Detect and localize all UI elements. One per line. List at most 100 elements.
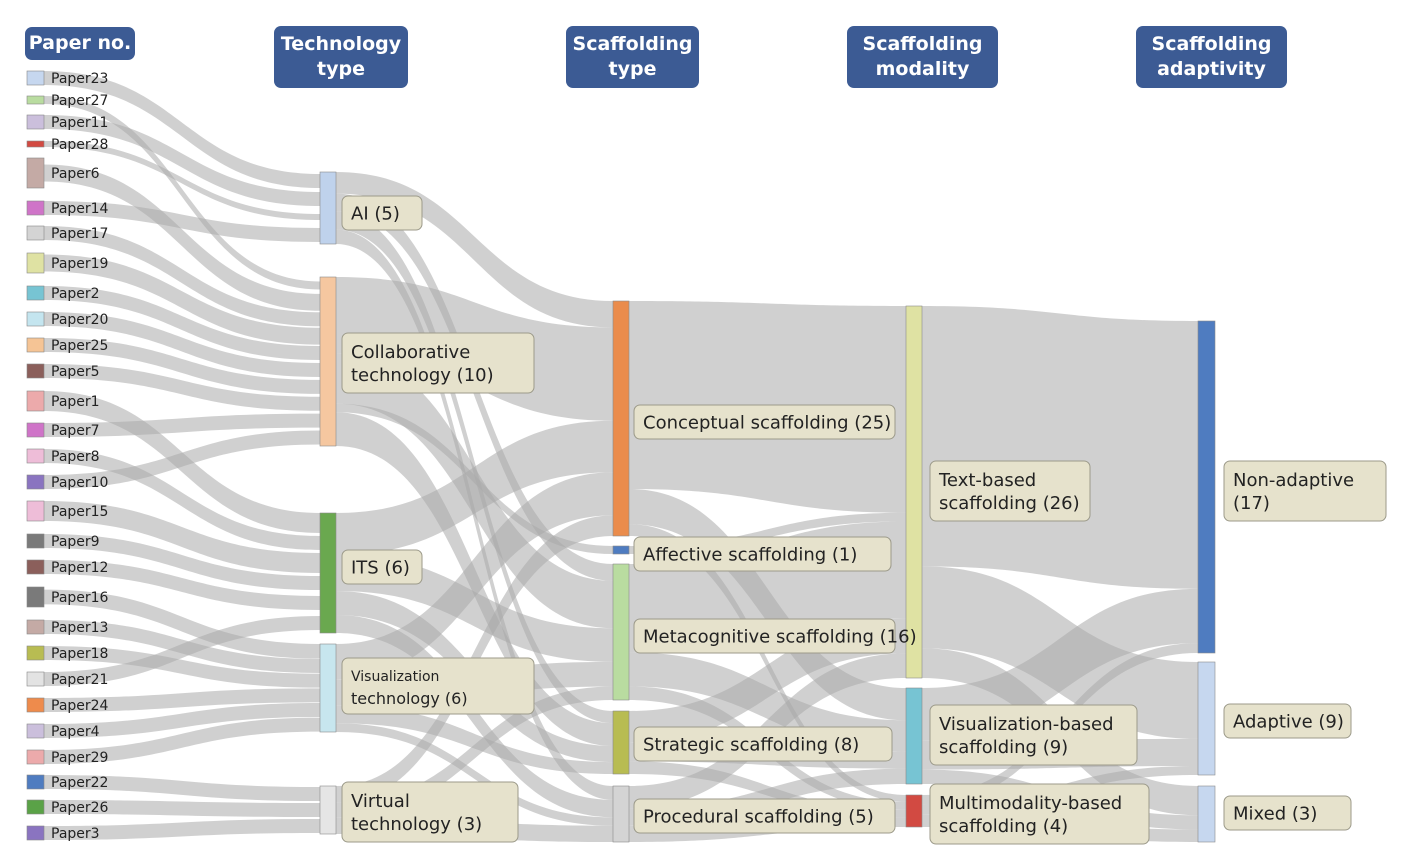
technology-bar-visualization-technology <box>319 643 337 733</box>
paper-paper20: Paper20 <box>26 311 108 328</box>
scaffolding-bar-affective-scaffolding <box>612 545 630 555</box>
technology-bar-its <box>319 512 337 634</box>
paper-paper23: Paper23 <box>26 70 108 87</box>
flow-link <box>922 588 1198 741</box>
paper-label: Paper11 <box>51 115 108 131</box>
header-scaffolding-line1: Scaffolding <box>572 33 693 55</box>
paper-swatch <box>26 285 45 301</box>
paper-label: Paper15 <box>51 504 108 520</box>
flow-link <box>44 164 320 311</box>
paper-swatch <box>26 337 45 353</box>
paper-swatch <box>26 559 45 575</box>
paper-label: Paper20 <box>51 312 108 328</box>
flow-link <box>44 201 320 242</box>
technology-label-ai-box <box>341 195 423 231</box>
paper-swatch <box>26 671 45 687</box>
flow-link <box>44 703 320 738</box>
paper-paper15: Paper15 <box>26 500 108 522</box>
paper-label: Paper23 <box>51 71 108 87</box>
modality-bar-text-based-scaffolding <box>905 305 923 679</box>
technology-bar-ai <box>319 171 337 245</box>
paper-paper9: Paper9 <box>26 533 100 550</box>
paper-paper4: Paper4 <box>26 723 100 740</box>
flow-link <box>44 589 320 659</box>
paper-swatch <box>26 533 45 549</box>
paper-paper22: Paper22 <box>26 774 108 791</box>
header-scaffolding-type: Scaffolding type <box>566 26 699 88</box>
modality-label-text-based-scaffolding-box <box>929 460 1091 522</box>
paper-swatch <box>26 799 45 815</box>
paper-paper11: Paper11 <box>26 114 108 131</box>
flow-link <box>336 686 613 818</box>
paper-swatch <box>26 697 45 713</box>
technology-label-ai-text: AI (5) <box>351 203 400 224</box>
modality-label-text-based-scaffolding-text: scaffolding (26) <box>939 493 1080 514</box>
technology-label-visualization-technology-text: Visualization <box>351 669 439 685</box>
paper-label: Paper24 <box>51 698 109 714</box>
technology-bar-virtual-technology <box>319 785 337 835</box>
technology-label-collaborative-technology-text: Collaborative <box>351 342 470 363</box>
paper-paper19: Paper19 <box>26 252 108 274</box>
flow-link <box>44 71 320 188</box>
header-modality-line2: modality <box>875 58 970 80</box>
paper-label: Paper9 <box>51 534 100 550</box>
scaffolding-label-strategic-scaffolding: Strategic scaffolding (8) <box>633 726 893 762</box>
header-technology-line2: type <box>317 58 365 80</box>
flow-link <box>44 646 320 688</box>
paper-label: Paper22 <box>51 775 108 791</box>
adaptivity-label-non-adaptive: Non-adaptive(17) <box>1223 460 1387 522</box>
paper-paper6: Paper6 <box>26 157 100 189</box>
paper-label: Paper7 <box>51 423 100 439</box>
flow-link <box>44 819 320 840</box>
scaffolding-label-strategic-scaffolding-box <box>633 726 893 762</box>
scaffolding-label-procedural-scaffolding: Procedural scaffolding (5) <box>633 798 896 834</box>
adaptivity-bar-adaptive <box>1197 661 1216 776</box>
paper-paper26: Paper26 <box>26 799 109 816</box>
node-bars <box>319 171 1216 843</box>
paper-label: Paper10 <box>51 475 108 491</box>
flow-link <box>44 96 320 290</box>
paper-swatch <box>26 225 45 241</box>
paper-paper27: Paper27 <box>26 93 108 109</box>
paper-swatch <box>26 252 45 274</box>
scaffolding-label-metacognitive-scaffolding-box <box>633 618 896 654</box>
flow-link <box>44 449 320 550</box>
paper-label: Paper25 <box>51 338 108 354</box>
adaptivity-label-adaptive: Adaptive (9) <box>1223 703 1352 739</box>
paper-swatch <box>26 586 45 608</box>
paper-swatch <box>26 422 45 438</box>
scaffolding-bar-procedural-scaffolding <box>612 785 630 843</box>
flow-link <box>629 524 906 802</box>
header-paper-no-text: Paper no. <box>28 32 132 54</box>
adaptivity-label-non-adaptive-box <box>1223 460 1387 522</box>
flow-link <box>44 717 320 764</box>
paper-swatch <box>26 500 45 522</box>
paper-paper18: Paper18 <box>26 645 108 662</box>
flow-link <box>336 172 613 328</box>
paper-swatch <box>26 749 45 765</box>
node-labels: Paper23Paper27Paper11Paper28Paper6Paper1… <box>26 70 1387 845</box>
scaffolding-label-conceptual-scaffolding: Conceptual scaffolding (25) <box>633 404 896 440</box>
modality-label-text-based-scaffolding-text: Text-based <box>938 470 1036 491</box>
paper-paper7: Paper7 <box>26 422 100 439</box>
paper-paper21: Paper21 <box>26 671 108 688</box>
paper-paper28: Paper28 <box>26 137 108 153</box>
paper-swatch <box>26 474 45 490</box>
technology-label-collaborative-technology-box <box>341 332 535 394</box>
paper-paper1: Paper1 <box>26 390 100 412</box>
flow-link <box>336 472 613 680</box>
adaptivity-bar-mixed <box>1197 785 1216 843</box>
header-modality-line1: Scaffolding <box>862 33 983 55</box>
adaptivity-label-non-adaptive-text: (17) <box>1233 493 1270 514</box>
flow-link <box>44 688 320 712</box>
paper-label: Paper19 <box>51 256 108 272</box>
scaffolding-label-conceptual-scaffolding-text: Conceptual scaffolding (25) <box>643 412 891 433</box>
paper-paper5: Paper5 <box>26 363 100 380</box>
header-technology-line1: Technology <box>280 33 402 55</box>
paper-label: Paper21 <box>51 672 108 688</box>
adaptivity-label-non-adaptive-text: Non-adaptive <box>1233 470 1354 491</box>
flow-link <box>922 306 1198 589</box>
paper-label: Paper2 <box>51 286 100 302</box>
